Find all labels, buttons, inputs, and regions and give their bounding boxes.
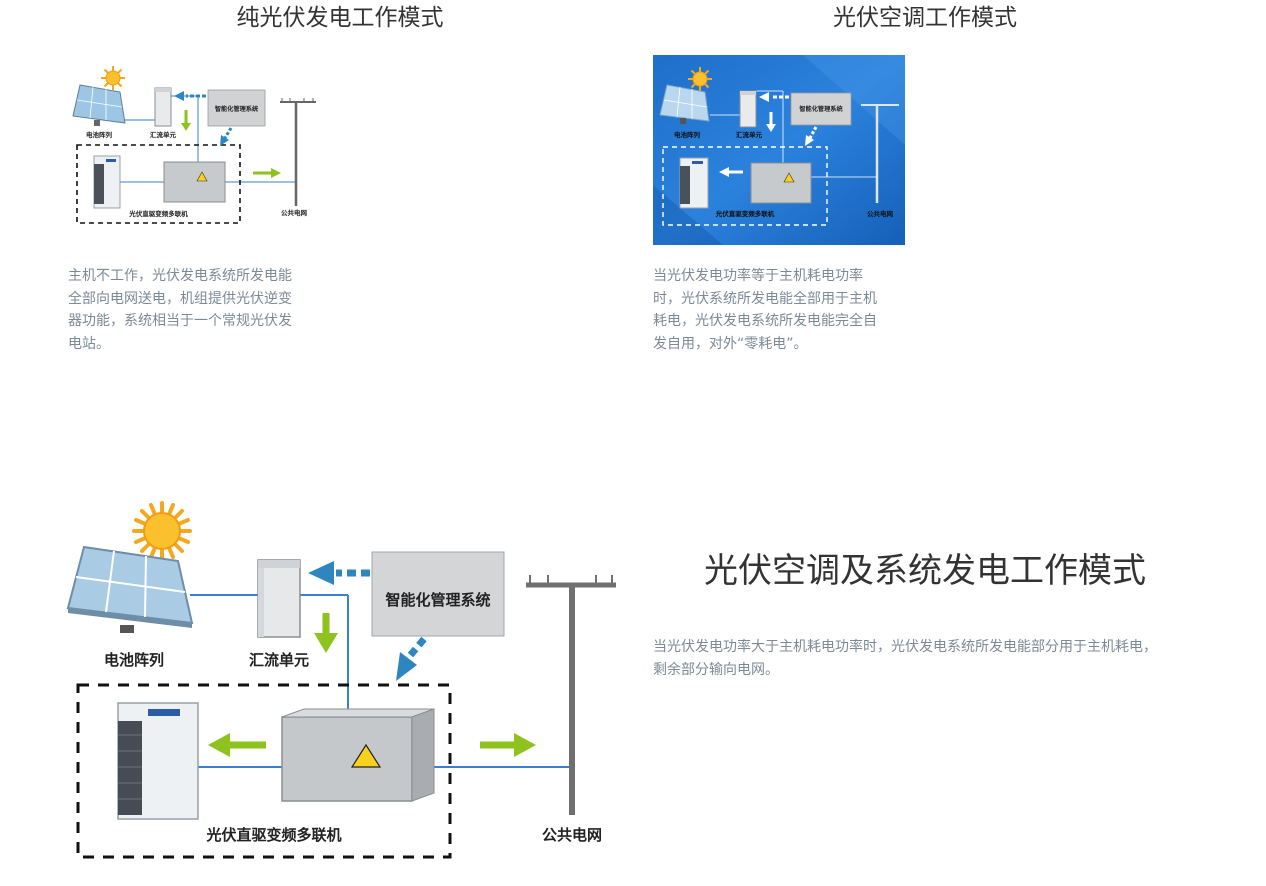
grid-label: 公共电网 bbox=[281, 208, 308, 217]
management-label: 智能化管理系统 bbox=[798, 105, 843, 113]
management-label: 智能化管理系统 bbox=[214, 105, 259, 113]
combiner-icon bbox=[257, 559, 301, 638]
unit-label: 光伏直驱变频多联机 bbox=[205, 826, 341, 844]
arrow-to-grid bbox=[253, 168, 281, 178]
sun-icon bbox=[101, 66, 125, 90]
ac-unit-icon bbox=[93, 155, 121, 209]
ac-unit-icon bbox=[679, 157, 709, 209]
solar-panel-icon bbox=[72, 84, 126, 126]
mode1-title: 纯光伏发电工作模式 bbox=[236, 5, 444, 31]
combiner-label: 汇流单元 bbox=[150, 130, 177, 139]
solar-panel-icon bbox=[659, 84, 710, 124]
panel-label: 电池阵列 bbox=[104, 651, 164, 669]
diagram-background bbox=[653, 55, 905, 245]
mode1-description: 主机不工作，光伏发电系统所发电能 全部向电网送电，机组提供光伏逆变 器功能，系统… bbox=[68, 268, 292, 352]
arrow-mgmt-to-unit bbox=[805, 126, 818, 146]
mode2-description: 当光伏发电功率等于主机耗电功率 时，光伏系统所发电能全部用于主机 耗电，光伏发电… bbox=[653, 268, 877, 352]
arrow-to-unit-white bbox=[719, 167, 743, 177]
mode2-diagram: 电池阵列 汇流单元 智能化管理系统 光伏直驱变频多联机 公共电网 bbox=[653, 55, 905, 245]
inverter-box-icon bbox=[281, 708, 435, 802]
unit-group-box bbox=[76, 683, 452, 859]
mode1-diagram: 电池阵列 汇流单元 智能化管理系统 光伏直驱变频多联机 bbox=[68, 60, 328, 232]
arrow-down-green bbox=[314, 613, 338, 653]
solar-panel-icon bbox=[66, 545, 194, 633]
management-system-box bbox=[790, 92, 852, 126]
mode3-description: 当光伏发电功率大于主机耗电功率时，光伏发电系统所发电能部分用于主机耗电， 剩余部… bbox=[653, 639, 1157, 678]
unit-label: 光伏直驱变频多联机 bbox=[715, 209, 775, 218]
arrow-mgmt-to-combiner bbox=[759, 92, 789, 102]
unit-label: 光伏直驱变频多联机 bbox=[128, 209, 188, 218]
unit-group-box bbox=[76, 144, 241, 224]
management-system-box bbox=[207, 89, 266, 127]
arrow-mgmt-to-unit bbox=[396, 636, 427, 681]
ac-unit-icon bbox=[117, 702, 199, 820]
utility-pole-icon bbox=[280, 98, 316, 206]
combiner-label: 汇流单元 bbox=[249, 651, 309, 669]
sun-icon bbox=[132, 501, 192, 561]
combiner-icon bbox=[154, 87, 172, 127]
utility-pole-icon bbox=[861, 104, 899, 203]
combiner-label: 汇流单元 bbox=[736, 130, 763, 139]
panel-label: 电池阵列 bbox=[86, 130, 113, 139]
combiner-icon bbox=[739, 90, 757, 128]
sun-icon bbox=[688, 67, 712, 91]
grid-label: 公共电网 bbox=[542, 826, 602, 844]
mode3-diagram: 电池阵列 汇流单元 智能化管理系统 bbox=[60, 495, 630, 870]
arrow-down-white bbox=[766, 112, 776, 132]
utility-pole-icon bbox=[526, 575, 616, 815]
mode2-title: 光伏空调工作模式 bbox=[833, 5, 1017, 31]
inverter-box-icon bbox=[750, 162, 812, 204]
arrow-mgmt-to-combiner bbox=[308, 561, 370, 585]
arrow-down-green bbox=[181, 110, 191, 131]
arrow-mgmt-to-unit bbox=[220, 127, 233, 146]
arrow-to-grid-green bbox=[480, 733, 536, 757]
grid-label: 公共电网 bbox=[867, 209, 894, 218]
management-system-box bbox=[371, 551, 505, 637]
inverter-box-icon bbox=[163, 161, 226, 203]
arrow-mgmt-to-combiner bbox=[174, 91, 206, 101]
arrow-to-unit-green bbox=[208, 733, 266, 757]
unit-group-box bbox=[662, 146, 828, 226]
mode3-title: 光伏空调及系统发电工作模式 bbox=[704, 551, 1146, 591]
panel-label: 电池阵列 bbox=[674, 130, 701, 139]
management-label: 智能化管理系统 bbox=[385, 591, 490, 609]
